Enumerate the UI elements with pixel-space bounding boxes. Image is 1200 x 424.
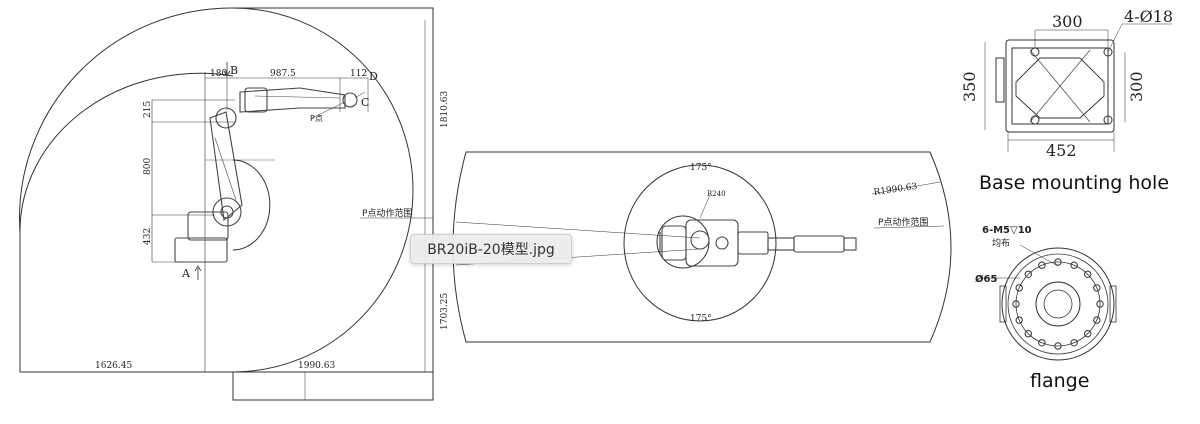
side-view — [19, 7, 434, 401]
p-range-label-side: P点动作范围 — [362, 207, 412, 219]
label-a: A — [181, 267, 191, 280]
flange-hole — [1038, 261, 1046, 269]
flange-hole — [1096, 300, 1104, 308]
flange-view — [980, 244, 1117, 361]
top-reach-boundary — [452, 151, 952, 343]
dim-180: 180 — [210, 69, 227, 79]
flange-thread: 6-M5▽10 — [982, 225, 1032, 236]
base-dim-top: 300 — [1052, 12, 1083, 31]
flange-even: 均布 — [992, 237, 1010, 249]
flange-hole — [1084, 330, 1092, 338]
flange-hole — [1054, 258, 1062, 266]
top-view — [452, 151, 952, 343]
flange-hole — [1015, 316, 1023, 324]
flange-caption: flange — [1030, 370, 1090, 392]
label-r240: R240 — [707, 190, 726, 198]
robot-arm-top — [659, 219, 857, 267]
angle-top: 175° — [690, 163, 712, 173]
dim-112: 112 — [350, 69, 367, 79]
top-view-labels: 175° 175° R240 R1990.63 P点动作范围 — [690, 163, 928, 324]
mount-hole — [1030, 47, 1040, 57]
flange-labels: 6-M5▽10 均布 Ø65 — [975, 225, 1032, 285]
base-labels: 300 4-Ø18 350 300 452 — [960, 7, 1173, 160]
base-outline — [1005, 39, 1115, 133]
flange-hole — [1070, 261, 1078, 269]
p-range-label-top: P点动作范围 — [878, 216, 928, 228]
reach-arc-small — [232, 159, 271, 251]
flange-hole — [1015, 284, 1023, 292]
base-octagon — [1015, 57, 1105, 119]
dim-215: 215 — [143, 101, 153, 118]
dim-1810: 1810.63 — [440, 91, 450, 128]
angle-bottom: 175° — [690, 314, 712, 324]
flange-hole — [1070, 339, 1078, 347]
base-dim-bottom: 452 — [1046, 141, 1077, 160]
robot-arm-side — [174, 87, 358, 263]
flange-hole — [1093, 316, 1101, 324]
dim-987: 987.5 — [270, 69, 296, 79]
base-dim-right: 300 — [1127, 71, 1146, 102]
inner-circle — [623, 164, 777, 322]
base-caption: Base mounting hole — [979, 172, 1170, 194]
dim-800: 800 — [143, 158, 153, 175]
dim-1626: 1626.45 — [95, 361, 132, 371]
dim-1703: 1703.25 — [440, 293, 450, 330]
dim-432: 432 — [143, 228, 153, 245]
flange-hole — [1024, 270, 1033, 278]
flange-hole — [1012, 300, 1020, 308]
bolt-circle — [1015, 261, 1101, 347]
flange-bore — [1035, 281, 1081, 327]
label-d: D — [369, 70, 378, 83]
base-dim-left: 350 — [960, 71, 979, 102]
reach-arc-outer — [19, 7, 433, 373]
tooltip-text: BR20iB-20模型.jpg — [427, 242, 555, 258]
base-plate — [984, 23, 1172, 152]
base-holes: 4-Ø18 — [1124, 7, 1173, 26]
mount-hole — [1030, 115, 1040, 125]
flange-hole-group — [1012, 258, 1104, 350]
label-c: C — [361, 96, 369, 109]
reach-boundary-right — [232, 7, 434, 401]
reach-arc-inner — [19, 72, 234, 233]
flange-diameter: Ø65 — [975, 273, 997, 285]
side-view-labels: 180 B 987.5 112 D C P点 A 215 800 432 181… — [95, 64, 450, 371]
flange-hole — [1038, 339, 1046, 347]
label-r1990: R1990.63 — [873, 182, 918, 198]
flange-hole — [1054, 342, 1062, 350]
dim-1990: 1990.63 — [298, 361, 335, 371]
flange-hole — [1084, 270, 1092, 278]
flange-hole — [1093, 284, 1101, 292]
mount-hole — [1103, 115, 1113, 125]
label-p-point: P点 — [310, 114, 323, 123]
flange-hole — [1024, 330, 1033, 338]
filename-tooltip: BR20iB-20模型.jpg — [410, 234, 572, 264]
label-b: B — [230, 64, 238, 77]
flange-outer — [1001, 247, 1115, 361]
